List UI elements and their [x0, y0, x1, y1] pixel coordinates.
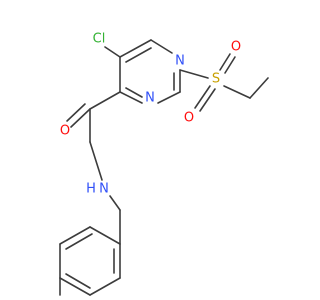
amide-n-bond — [89, 141, 103, 181]
c4-carbonyl-bond — [89, 91, 121, 110]
phenyl-double-bond — [65, 273, 91, 289]
phenyl-bond — [89, 226, 121, 245]
phenyl-double-bond — [65, 233, 93, 250]
s-o-double-bond — [224, 56, 236, 74]
ethyl-bond — [223, 85, 251, 99]
s-o-bond — [194, 85, 211, 109]
amide-nitrogen-atom: N — [99, 182, 109, 197]
n-ch2-bond — [109, 195, 121, 211]
phenyl-bond — [59, 277, 91, 296]
ring-double-bond — [125, 87, 143, 98]
pyrimidine-n3-atom: N — [145, 91, 155, 106]
bonds — [59, 39, 269, 296]
carbonyl-double-bond — [66, 103, 86, 122]
carbonyl-bond — [70, 108, 91, 128]
ring-bond — [150, 39, 173, 54]
amide-oxygen-atom: O — [60, 124, 70, 139]
ring-bond — [119, 91, 143, 104]
s-o-bond — [219, 53, 231, 71]
phenyl-bond — [89, 277, 121, 296]
phenyl-bond — [59, 226, 91, 245]
sulfonyl-oxygen-atom: O — [184, 111, 194, 126]
chlorine-atom: Cl — [93, 32, 106, 47]
cl-c5-bond — [104, 46, 121, 58]
c2-s-bond — [179, 69, 209, 79]
ring-bond — [157, 91, 181, 104]
molecule-structure: Cl N N O N H S O O — [59, 32, 269, 296]
amide-hydrogen-atom: H — [86, 182, 96, 197]
ring-bond — [119, 39, 152, 58]
sulfonyl-oxygen-atom: O — [231, 40, 241, 55]
pyrimidine-n1-atom: N — [175, 54, 185, 69]
ring-double-bond — [125, 47, 152, 63]
ethyl-bond — [249, 77, 269, 99]
s-o-double-bond — [199, 88, 216, 112]
sulfur-atom: S — [212, 72, 220, 87]
